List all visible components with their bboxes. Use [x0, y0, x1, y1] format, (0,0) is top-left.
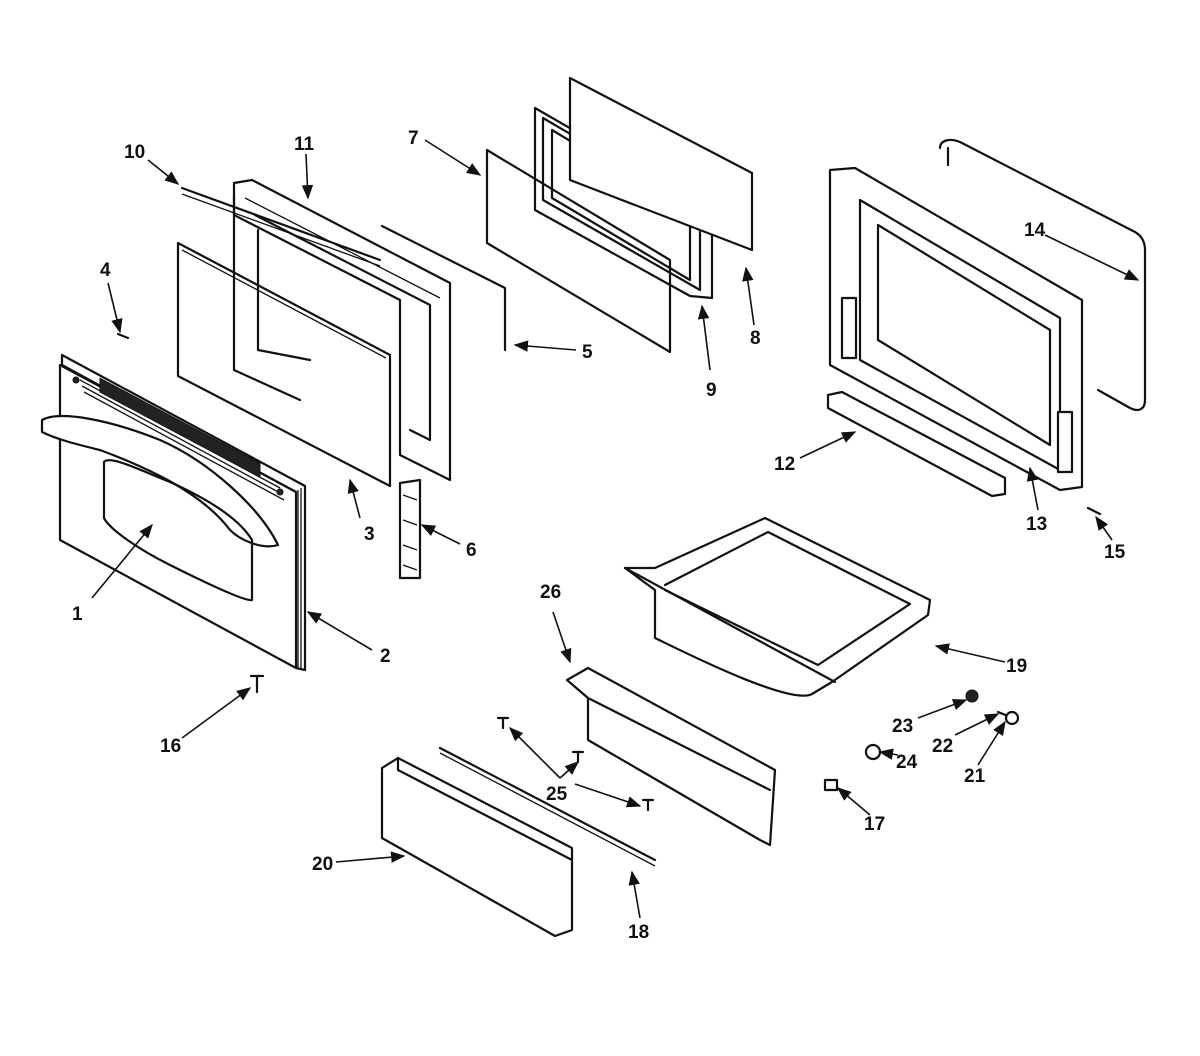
part-small-hardware [823, 689, 1020, 792]
callout-9: 9 [706, 380, 717, 401]
part-rod [380, 224, 507, 352]
part-screw-16 [249, 674, 265, 694]
part-drawer-pan [623, 516, 932, 697]
callout-7: 7 [408, 128, 419, 149]
part-hinge [398, 478, 422, 580]
callout-21: 21 [964, 766, 986, 787]
callout-16: 16 [160, 736, 181, 757]
part-screws-25 [496, 716, 655, 812]
callout-17: 17 [864, 814, 885, 835]
part-inner-glass [176, 241, 392, 488]
callout-2: 2 [380, 646, 391, 667]
callout-4: 4 [100, 260, 111, 281]
part-drawer-rail [565, 666, 777, 847]
callout-23: 23 [892, 716, 913, 737]
callout-8: 8 [750, 328, 761, 349]
callout-6: 6 [466, 540, 477, 561]
callout-3: 3 [364, 524, 375, 545]
part-bottom-bar [826, 390, 1007, 498]
callout-13: 13 [1026, 514, 1047, 535]
callout-26: 26 [540, 582, 561, 603]
callout-12: 12 [774, 454, 795, 475]
callout-24: 24 [896, 752, 918, 773]
callout-1: 1 [72, 604, 83, 625]
callout-14: 14 [1024, 220, 1046, 241]
part-door-gasket [938, 138, 1147, 411]
callout-20: 20 [312, 854, 333, 875]
callout-18: 18 [628, 922, 649, 943]
part-small-screw-4 [116, 332, 130, 340]
callout-15: 15 [1104, 542, 1126, 563]
callout-19: 19 [1006, 656, 1027, 677]
callout-25: 25 [546, 784, 568, 805]
part-drawer-front [380, 756, 574, 938]
part-small-screw-15 [1086, 506, 1102, 516]
callout-5: 5 [582, 342, 593, 363]
callout-lines [91, 139, 1140, 919]
part-inner-door-panel [828, 166, 1084, 492]
callout-10: 10 [124, 142, 145, 163]
callout-22: 22 [932, 736, 953, 757]
part-glass-frame [232, 178, 452, 482]
callout-labels: 1 2 3 4 5 6 7 8 9 10 11 12 13 14 15 16 1… [72, 128, 1126, 943]
part-top-strip [180, 186, 382, 267]
part-middle-glass [485, 148, 672, 354]
part-drawer-strip [438, 746, 657, 867]
callout-11: 11 [294, 134, 315, 155]
part-door-front [40, 363, 298, 670]
part-outer-glass [568, 76, 754, 252]
